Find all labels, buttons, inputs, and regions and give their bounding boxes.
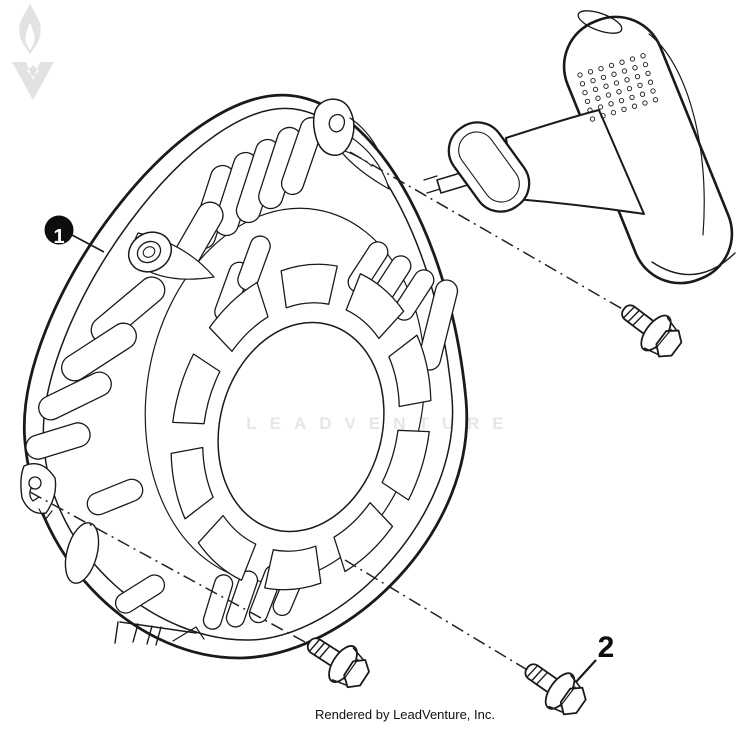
vent-slot bbox=[114, 574, 166, 614]
grip-dot-top bbox=[634, 73, 641, 80]
flange-bolt-top bbox=[610, 291, 691, 366]
vent-slot bbox=[38, 371, 112, 421]
vent-slot bbox=[86, 478, 144, 516]
grip-dot-top bbox=[631, 103, 638, 109]
grip-dot-top bbox=[590, 77, 596, 84]
assembly-leader-lines bbox=[29, 151, 632, 675]
handle-bottom-seam bbox=[651, 252, 736, 276]
inner-curved-slots bbox=[170, 263, 432, 591]
rope-ferrule bbox=[447, 121, 531, 213]
rope-ferrule-inner bbox=[458, 131, 520, 203]
recoil-housing-part bbox=[20, 93, 469, 660]
grip-dot-top bbox=[579, 81, 586, 87]
grip-dot-top bbox=[629, 94, 635, 101]
grip-dot-top bbox=[608, 101, 614, 107]
curved-vent-slot bbox=[388, 334, 432, 408]
curved-vent-slot bbox=[170, 446, 214, 520]
wall-oval-recess bbox=[64, 522, 100, 584]
grip-dot-top bbox=[642, 61, 649, 68]
grip-dot-top bbox=[608, 62, 615, 69]
callout-1[interactable]: 1 bbox=[44, 215, 105, 253]
grip-dot-top bbox=[626, 85, 633, 92]
grip-dot-top bbox=[610, 109, 617, 116]
bottom-wedge bbox=[172, 626, 205, 642]
grip-dot-top bbox=[650, 88, 656, 94]
grip-dot-top bbox=[611, 71, 617, 77]
curved-vent-slot bbox=[264, 545, 322, 591]
grip-dot-top bbox=[592, 86, 599, 93]
grip-dot-top bbox=[584, 98, 591, 105]
grip-dot-top bbox=[618, 97, 625, 104]
footer-credit: Rendered by LeadVenture, Inc. bbox=[315, 707, 495, 722]
leader-line-left bbox=[29, 491, 317, 649]
grip-dot-top bbox=[598, 65, 604, 72]
grip-dot-top bbox=[621, 68, 628, 74]
grip-dot-top bbox=[603, 83, 609, 89]
callout-2-label[interactable]: 2 bbox=[598, 631, 615, 664]
vent-slot bbox=[202, 574, 234, 630]
grip-dot-top bbox=[597, 104, 604, 110]
keyhole-notch bbox=[38, 508, 53, 521]
grip-dot-top bbox=[587, 107, 593, 113]
vent-slot bbox=[393, 269, 435, 321]
curved-vent-slot bbox=[381, 429, 430, 501]
grip-dot-top bbox=[637, 82, 643, 89]
grip-dot-top bbox=[629, 56, 636, 62]
grip-dot-top bbox=[645, 70, 651, 77]
grip-dot-top bbox=[577, 72, 583, 78]
grip-dot-top bbox=[642, 100, 648, 106]
grip-dot-top bbox=[587, 69, 594, 75]
grip-dot-top bbox=[652, 97, 659, 103]
grip-dot-top bbox=[589, 116, 596, 122]
grip-dot-top bbox=[647, 79, 654, 85]
callout-2-leader bbox=[575, 659, 597, 683]
handle-ridge-line bbox=[648, 33, 705, 236]
keyhole-hole bbox=[28, 476, 42, 490]
grip-dot-top bbox=[621, 106, 627, 113]
handle-stem bbox=[505, 109, 645, 215]
grip-dot-top bbox=[613, 80, 620, 86]
top-lug-hook bbox=[328, 113, 346, 133]
curved-vent-slot bbox=[197, 514, 257, 581]
mount-boss-hole-inner bbox=[142, 246, 156, 258]
callout-1-leader bbox=[71, 234, 105, 253]
vent-slot bbox=[25, 422, 91, 460]
leader-line-top bbox=[349, 151, 632, 315]
vent-slot bbox=[237, 235, 271, 291]
grip-dot-top bbox=[595, 95, 601, 101]
grip-dot-top bbox=[639, 91, 646, 97]
grip-dot-top bbox=[600, 74, 607, 81]
keyhole-tail bbox=[29, 487, 40, 502]
grip-dot-top bbox=[624, 77, 630, 83]
callout-1-label: 1 bbox=[53, 226, 64, 248]
grip-texture-dots bbox=[577, 53, 659, 122]
curved-vent-slot bbox=[208, 281, 269, 352]
curved-vent-slot bbox=[280, 263, 338, 309]
vent-slot bbox=[90, 276, 166, 344]
grip-dot-top bbox=[632, 65, 638, 71]
rope-exit-slot bbox=[423, 175, 441, 194]
bottom-tab bbox=[114, 621, 197, 646]
curved-vent-slot bbox=[333, 502, 394, 573]
grip-dot-top bbox=[605, 92, 612, 98]
vent-slot bbox=[225, 570, 259, 628]
center-hub bbox=[217, 321, 385, 533]
grip-dot-top bbox=[600, 113, 606, 119]
leader-line-right bbox=[344, 559, 535, 675]
vent-slot bbox=[61, 322, 137, 382]
grip-dot-top bbox=[619, 59, 625, 65]
grip-dot-top bbox=[616, 89, 622, 95]
starter-handle-part bbox=[436, 10, 736, 285]
curved-vent-slot bbox=[172, 353, 221, 425]
callout-2[interactable]: 2 bbox=[575, 631, 615, 683]
curved-vent-slot bbox=[345, 273, 405, 340]
handle-end-cap bbox=[577, 10, 623, 34]
grip-dot-top bbox=[640, 53, 646, 59]
callout-1-bubble[interactable] bbox=[44, 215, 74, 245]
grip-dot-top bbox=[582, 89, 588, 96]
top-lug bbox=[313, 98, 355, 156]
